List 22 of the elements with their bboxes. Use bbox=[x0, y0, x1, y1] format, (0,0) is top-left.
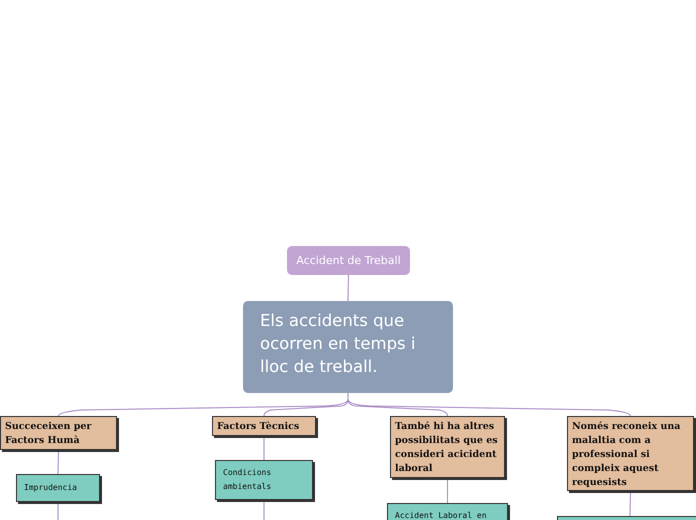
connector-line bbox=[348, 274, 349, 302]
node-text: Accident Laboral en bbox=[395, 510, 487, 520]
connector-line bbox=[630, 490, 631, 516]
node-text: Els accidents que ocorren en temps i lloc de treball. bbox=[260, 310, 416, 378]
node-text: També hi ha altres possibilitats que es consideri acicident laboral bbox=[395, 420, 499, 476]
node-text: Imprudencia bbox=[24, 482, 77, 494]
topic-box bbox=[390, 416, 505, 478]
topic-box bbox=[212, 416, 316, 436]
main-topic-box bbox=[243, 301, 453, 393]
node-text: Succeceixen per Factors Humà bbox=[5, 420, 92, 448]
subtopic-box bbox=[215, 460, 313, 500]
connector-line bbox=[58, 450, 59, 474]
node-text: Accident de Treball bbox=[296, 254, 401, 267]
topic-box bbox=[567, 416, 694, 491]
node-text: Condicions ambientals bbox=[223, 467, 272, 493]
connector-line bbox=[447, 478, 448, 504]
connector-line bbox=[348, 392, 631, 416]
topic-box bbox=[0, 416, 117, 450]
node-text: Factors Tècnics bbox=[217, 420, 300, 434]
subtopic-box bbox=[16, 474, 100, 502]
title-box bbox=[287, 246, 410, 275]
node-text: Només reconeix una malaltia com a professional si compleix aquest requesists bbox=[572, 420, 682, 490]
